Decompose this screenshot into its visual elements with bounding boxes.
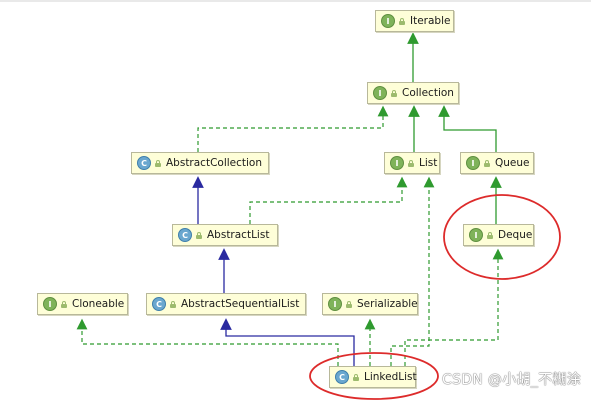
node-serializable[interactable]: I Serializable (322, 293, 418, 315)
node-label: Queue (495, 157, 530, 169)
edge-linkedlist-cloneable (76, 318, 339, 366)
node-collection[interactable]: I Collection (367, 82, 459, 104)
node-label: AbstractSequentialList (181, 298, 300, 310)
edge-linkedlist-abstractsequentiallist (220, 318, 355, 366)
edge-linkedlist-deque (404, 248, 504, 366)
edge-abstractlist-list (249, 176, 408, 224)
node-abstract-list[interactable]: C AbstractList (172, 224, 278, 246)
lock-icon (196, 231, 202, 239)
node-label: LinkedList (364, 371, 417, 383)
node-label: Cloneable (72, 298, 125, 310)
node-label: AbstractCollection (166, 157, 263, 169)
node-list[interactable]: I List (384, 152, 440, 174)
lock-icon (155, 159, 161, 167)
lock-icon (61, 300, 67, 308)
lock-icon (484, 159, 490, 167)
node-queue[interactable]: I Queue (460, 152, 534, 174)
class-icon: C (152, 297, 166, 311)
interface-icon: I (373, 86, 387, 100)
node-label: Collection (402, 87, 454, 99)
node-label: Serializable (357, 298, 418, 310)
interface-icon: I (43, 297, 57, 311)
node-linked-list[interactable]: C LinkedList (329, 366, 417, 388)
interface-icon: I (390, 156, 404, 170)
interface-icon: I (381, 14, 395, 28)
node-label: AbstractList (207, 229, 270, 241)
lock-icon (346, 300, 352, 308)
node-deque[interactable]: I Deque (463, 224, 534, 246)
interface-icon: I (466, 156, 480, 170)
node-iterable[interactable]: I Iterable (375, 10, 454, 32)
lock-icon (399, 17, 405, 25)
highlight-circle-linkedlist (309, 352, 439, 400)
edge-abstractcollection-collection (197, 105, 389, 152)
top-border (0, 0, 591, 2)
node-abstract-sequential-list[interactable]: C AbstractSequentialList (146, 293, 306, 315)
lock-icon (353, 373, 359, 381)
lock-icon (487, 231, 493, 239)
class-icon: C (178, 228, 192, 242)
lock-icon (170, 300, 176, 308)
edge-queue-collection (438, 105, 497, 152)
class-icon: C (335, 370, 349, 384)
node-label: Iterable (410, 15, 451, 27)
class-icon: C (137, 156, 151, 170)
highlight-circle-deque (443, 194, 561, 280)
node-label: List (419, 157, 438, 169)
node-label: Deque (498, 229, 533, 241)
node-abstract-collection[interactable]: C AbstractCollection (131, 152, 269, 174)
interface-icon: I (469, 228, 483, 242)
watermark: CSDN @小胡_不糊涂 (442, 372, 581, 388)
edge-linkedlist-list (390, 176, 435, 366)
interface-icon: I (328, 297, 342, 311)
node-cloneable[interactable]: I Cloneable (37, 293, 128, 315)
lock-icon (408, 159, 414, 167)
lock-icon (391, 89, 397, 97)
